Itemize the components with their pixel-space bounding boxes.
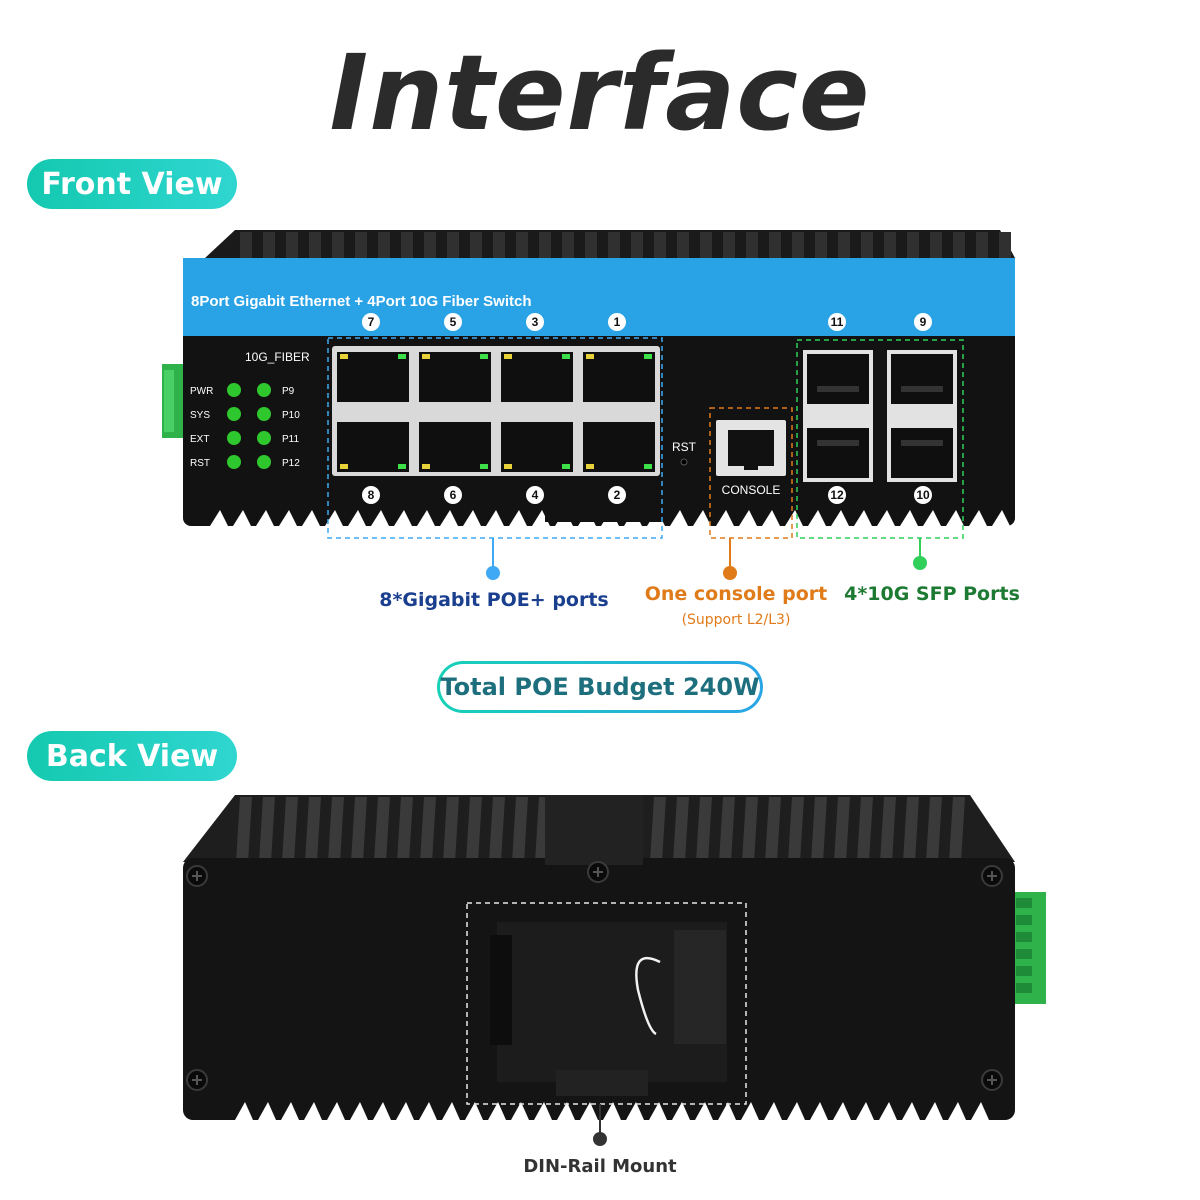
led-label: P9: [282, 386, 295, 397]
front-view-badge: Front View: [27, 159, 237, 209]
fiber-label: 10G_FIBER: [245, 350, 310, 364]
terminal-pin: [1016, 932, 1032, 942]
back-view-badge: Back View: [27, 731, 237, 781]
rj45-port: [337, 352, 409, 402]
status-led: [227, 431, 241, 445]
port-number: 6: [450, 488, 457, 502]
port-led: [562, 464, 570, 469]
rj45-port: [501, 352, 573, 402]
port-led: [480, 354, 488, 359]
port-led: [586, 464, 594, 469]
port-number: 3: [532, 315, 539, 329]
terminal-pin: [1016, 949, 1032, 959]
led-label: RST: [190, 458, 210, 469]
status-led: [257, 455, 271, 469]
blue-banner-strip: [183, 258, 1015, 336]
rj45-port: [583, 352, 655, 402]
port-led: [398, 464, 406, 469]
din-rail-top-clip: [545, 795, 643, 865]
port-led: [644, 354, 652, 359]
din-callout: DIN-Rail Mount: [523, 1156, 677, 1177]
sfp-callout: 4*10G SFP Ports: [844, 583, 1020, 605]
port-led: [644, 464, 652, 469]
port-number: 9: [920, 315, 927, 329]
port-number-badge: [362, 486, 380, 504]
console-label: CONSOLE: [722, 483, 781, 497]
port-led: [480, 464, 488, 469]
port-number: 5: [450, 315, 457, 329]
sfp-highlight-box: [796, 339, 964, 539]
port-number: 4: [532, 488, 539, 502]
port-number-badge: [444, 486, 462, 504]
port-number-badge: [914, 486, 932, 504]
poe-budget-badge: Total POE Budget 240W: [437, 661, 763, 713]
port-led: [504, 464, 512, 469]
rj45-port: [337, 422, 409, 472]
page-title: Interface: [329, 32, 871, 154]
led-label: SYS: [190, 410, 210, 421]
rj45-port: [583, 422, 655, 472]
poe-highlight-box: [327, 337, 663, 539]
rj45-port: [501, 422, 573, 472]
port-led: [340, 354, 348, 359]
status-led: [227, 455, 241, 469]
status-led: [257, 407, 271, 421]
rj45-port: [419, 352, 491, 402]
port-led: [586, 354, 594, 359]
port-number-badge: [362, 313, 380, 331]
terminal-pin: [1016, 898, 1032, 908]
rj45-block: [332, 346, 660, 476]
led-label: EXT: [190, 434, 209, 445]
led-label: P11: [282, 434, 299, 445]
led-label: PWR: [190, 386, 213, 397]
port-number-badge: [914, 313, 932, 331]
port-number-badge: [526, 486, 544, 504]
rst-label: RST: [672, 440, 697, 454]
console-callout-sub: (Support L2/L3): [681, 612, 791, 628]
poe-callout: 8*Gigabit POE+ ports: [379, 589, 609, 611]
status-led: [257, 383, 271, 397]
port-number-badge: [828, 313, 846, 331]
terminal-pin: [1016, 983, 1032, 993]
rj45-port: [419, 422, 491, 472]
port-led: [562, 354, 570, 359]
poe-budget-text: Total POE Budget 240W: [440, 664, 760, 710]
status-led: [227, 383, 241, 397]
led-label: P10: [282, 410, 300, 421]
port-number: 2: [614, 488, 621, 502]
port-led: [398, 354, 406, 359]
port-number-badge: [828, 486, 846, 504]
terminal-pin: [1016, 966, 1032, 976]
port-number: 11: [831, 315, 844, 329]
port-number: 1: [614, 315, 621, 329]
port-number: 8: [368, 488, 375, 502]
port-number-badge: [608, 486, 626, 504]
port-number-badge: [608, 313, 626, 331]
port-led: [504, 354, 512, 359]
port-number: 7: [368, 315, 375, 329]
led-label: P12: [282, 458, 300, 469]
banner-text: 8Port Gigabit Ethernet + 4Port 10G Fiber…: [191, 293, 532, 310]
din-highlight-box: [466, 902, 747, 1105]
console-highlight-box: [709, 407, 793, 539]
status-led: [227, 407, 241, 421]
port-led: [422, 464, 430, 469]
port-number-badge: [526, 313, 544, 331]
terminal-pin: [1016, 915, 1032, 925]
port-number-badge: [444, 313, 462, 331]
port-led: [340, 464, 348, 469]
port-led: [422, 354, 430, 359]
port-number: 12: [830, 488, 844, 502]
console-callout: One console port: [644, 583, 828, 605]
status-led: [257, 431, 271, 445]
port-number: 10: [916, 488, 930, 502]
front-heatsink: [205, 230, 1015, 258]
